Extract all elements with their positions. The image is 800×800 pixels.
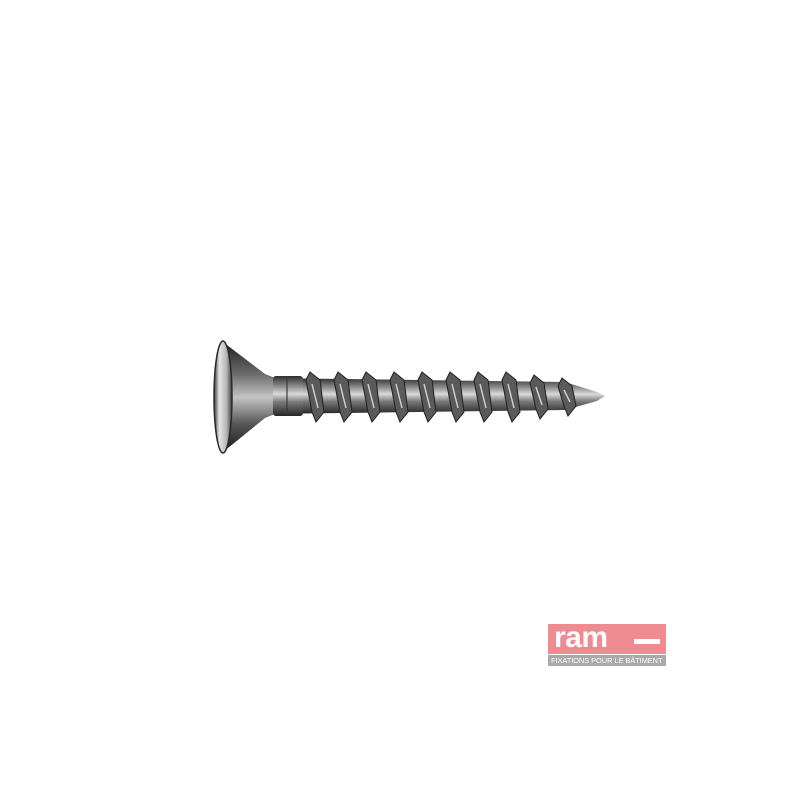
ram-logo: ram FIXATIONS POUR LE BÂTIMENT <box>548 621 666 666</box>
logo-brand-panel: ram <box>548 621 666 654</box>
logo-brand-name: ram <box>554 621 608 654</box>
logo-tagline-panel: FIXATIONS POUR LE BÂTIMENT <box>548 655 666 666</box>
thread-highlight <box>479 383 487 409</box>
thread-highlight <box>367 383 375 409</box>
countersunk-screw-image <box>213 340 605 454</box>
logo-tagline: FIXATIONS POUR LE BÂTIMENT <box>551 656 663 665</box>
thread-highlight <box>535 386 543 406</box>
thread-highlight <box>423 383 431 409</box>
thread-highlight <box>563 389 571 403</box>
thread-highlight <box>451 383 459 409</box>
thread-highlight <box>339 383 347 409</box>
thread-highlight <box>507 383 515 409</box>
logo-bar-icon <box>634 639 660 644</box>
thread-highlight <box>395 383 403 409</box>
thread-highlight <box>311 383 319 409</box>
